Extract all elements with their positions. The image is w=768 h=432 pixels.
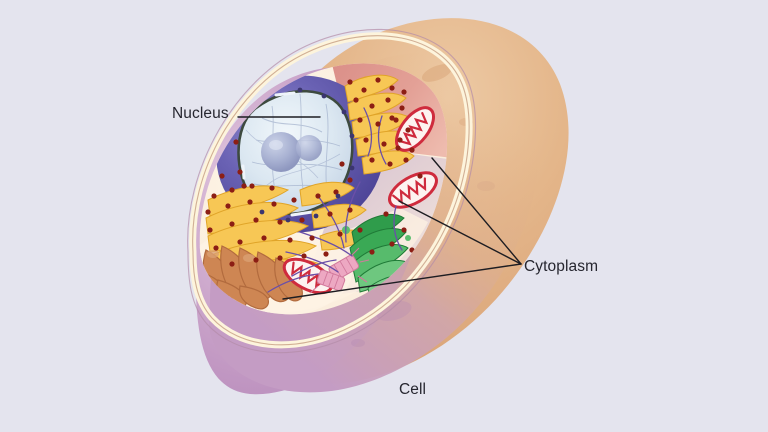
leader-line-cytoplasm-3 xyxy=(282,263,522,300)
label-cytoplasm: Cytoplasm xyxy=(524,258,599,275)
label-nucleus: Nucleus xyxy=(172,105,229,122)
plasma-membrane xyxy=(187,28,477,354)
label-cell: Cell xyxy=(399,381,427,398)
centriole-pair xyxy=(304,247,370,294)
leader-line-cytoplasm-1 xyxy=(431,157,522,265)
membrane-outer-line xyxy=(187,28,477,354)
mitochondrion-mid-right xyxy=(388,171,438,209)
nuclear-pores xyxy=(241,91,314,217)
nuclear-membrane-granules xyxy=(259,87,355,223)
smooth-endoplasmic-reticulum xyxy=(199,245,303,310)
nucleolus-secondary xyxy=(296,135,322,161)
centriole-radial-fibers xyxy=(304,247,370,294)
nucleolus-primary xyxy=(261,132,301,172)
leader-line-cytoplasm-2 xyxy=(398,200,522,265)
membrane-inner-line xyxy=(192,35,470,346)
cytoskeleton-filaments xyxy=(267,107,403,293)
leader-lines xyxy=(237,116,522,300)
